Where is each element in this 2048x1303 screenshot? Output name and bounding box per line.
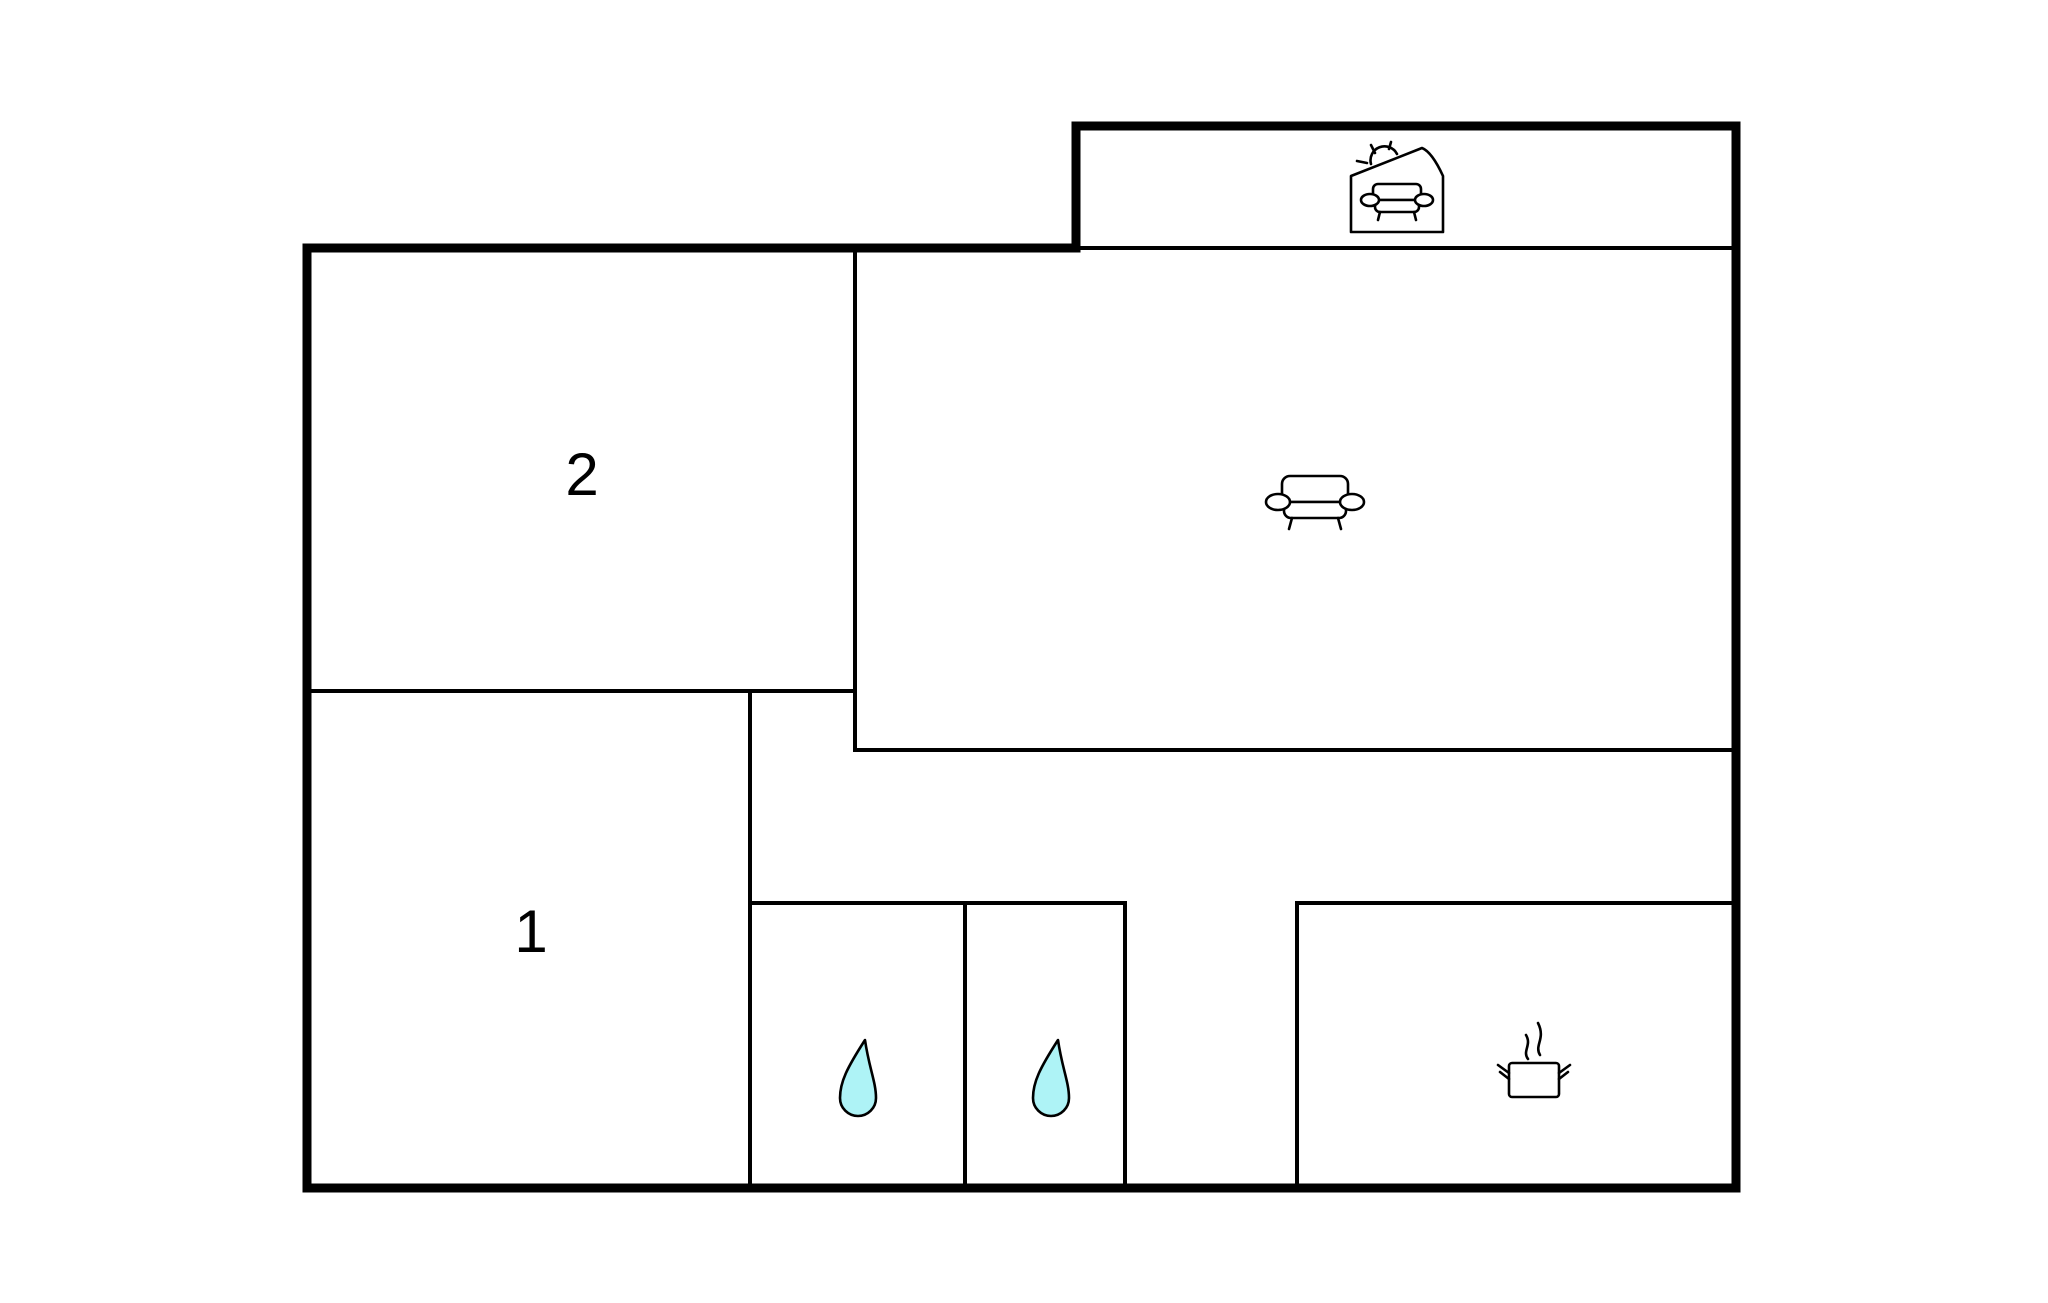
sofa-icon [1264,474,1366,531]
water-drop-icon [838,1038,878,1118]
outer-wall [302,121,1741,1193]
room-label-bedroom-1: 1 [514,898,547,965]
room-label-bedroom-2: 2 [565,441,598,508]
interior-walls [305,246,1738,1190]
water-drop-icon [1031,1038,1071,1118]
cooking-pot-icon [1496,1021,1572,1099]
sunroom-sofa-icon [1349,140,1445,234]
